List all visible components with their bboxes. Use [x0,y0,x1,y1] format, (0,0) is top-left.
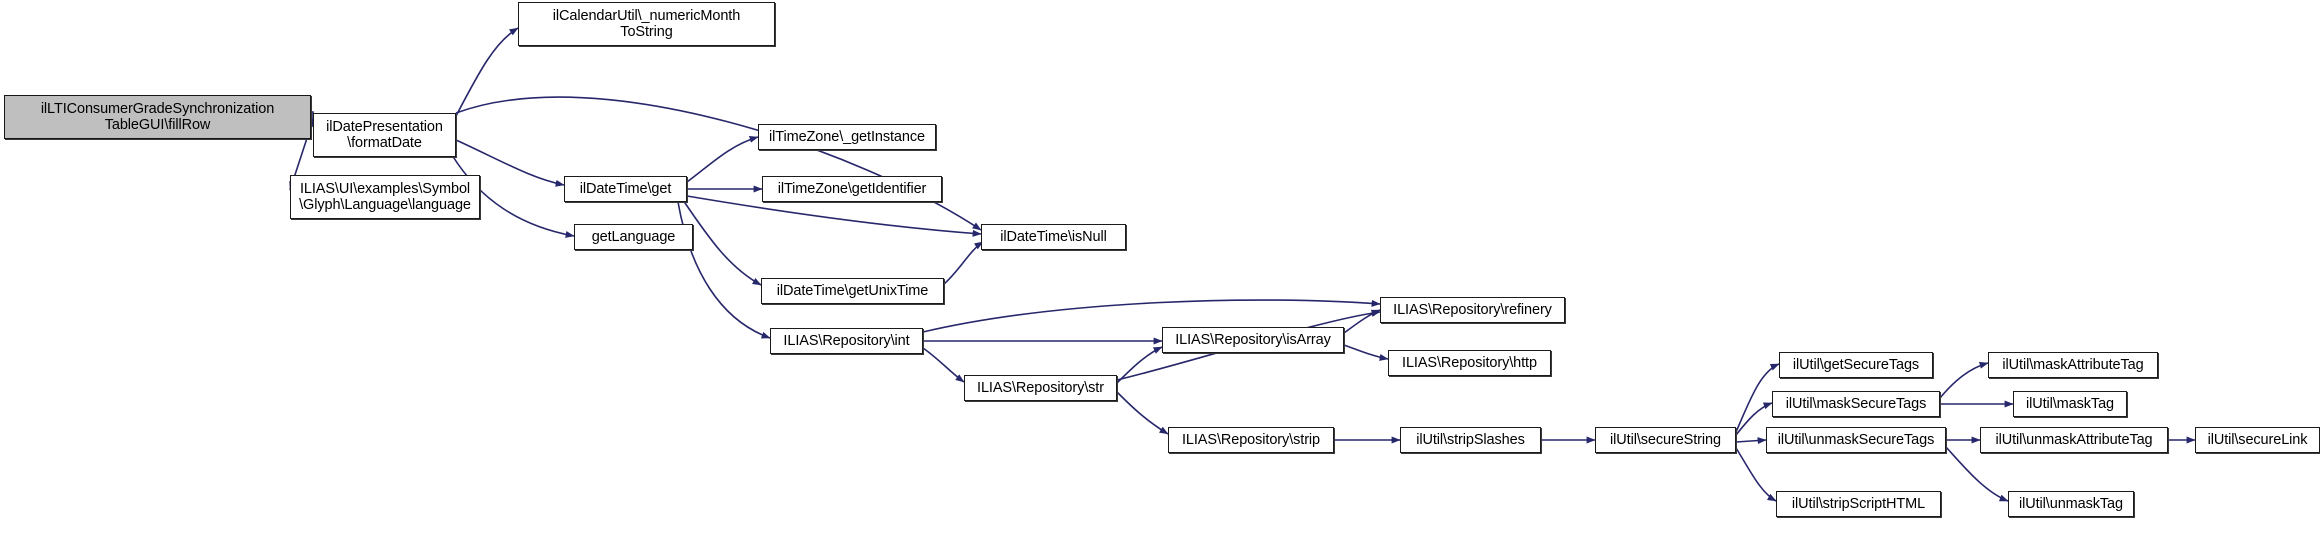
edge-repoInt-to-repoRefinery [922,299,1381,333]
graph-node-label: ilDateTime\isNull [1000,228,1107,245]
graph-node-tzGetIdent[interactable]: ilTimeZone\getIdentifier [762,176,942,202]
graph-node-dtGet[interactable]: ilDateTime\get [564,176,687,202]
graph-node-label: ILIAS\Repository\isArray [1175,331,1331,348]
graph-node-label: ilTimeZone\getIdentifier [777,180,927,197]
edge-dtGet-to-dtIsNull [686,195,982,237]
edge-repoStr-to-repoStrip [1116,391,1169,435]
graph-node-label: ilUtil\maskTag [2025,395,2115,412]
edge-secureString-to-maskSecureTags [1735,402,1773,436]
graph-node-label: ilDatePresentation \formatDate [326,118,443,151]
graph-node-label: ilTimeZone\_getInstance [769,128,925,145]
edge-formatDate-to-getLanguage [451,154,575,238]
graph-node-maskTag[interactable]: ilUtil\maskTag [2013,391,2127,417]
graph-node-unmaskAttrTag[interactable]: ilUtil\unmaskAttributeTag [1980,427,2168,453]
edge-secureString-to-getSecureTags [1735,363,1780,433]
graph-node-unmaskSecTags[interactable]: ilUtil\unmaskSecureTags [1766,427,1946,453]
graph-node-dtIsNull[interactable]: ilDateTime\isNull [981,224,1126,250]
graph-node-numericMonth[interactable]: ilCalendarUtil\_numericMonth ToString [518,2,775,46]
graph-node-label: ilCalendarUtil\_numericMonth ToString [552,7,741,40]
edge-unmaskSecTags-to-unmaskTag [1945,446,2009,502]
edge-repoStr-to-repoIsArray [1116,346,1163,384]
edge-dtGet-to-dtUnixTime [682,199,762,286]
edge-formatDate-to-dtGet [455,139,565,187]
graph-node-label: ilUtil\unmaskTag [2019,495,2123,512]
graph-node-symbolGlyph[interactable]: ILIAS\UI\examples\Symbol \Glyph\Language… [290,175,480,219]
graph-node-label: ilUtil\stripScriptHTML [1791,495,1926,512]
graph-node-repoHttp[interactable]: ILIAS\Repository\http [1388,350,1551,376]
graph-node-maskAttrTag[interactable]: ilUtil\maskAttributeTag [1988,352,2158,378]
graph-node-fillRow[interactable]: ilLTIConsumerGradeSynchronization TableG… [4,95,311,139]
graph-node-label: ilUtil\secureLink [2207,431,2308,448]
edge-repoInt-to-repoStr [922,347,965,383]
edge-formatDate-to-numericMonth [455,27,519,117]
graph-node-getLanguage[interactable]: getLanguage [574,224,693,250]
graph-node-repoIsArray[interactable]: ILIAS\Repository\isArray [1162,327,1344,353]
graph-node-unmaskTag[interactable]: ilUtil\unmaskTag [2008,491,2134,517]
edge-dtGet-to-tzGetInstance [686,135,759,183]
graph-node-label: ilUtil\unmaskAttributeTag [1995,431,2153,448]
graph-node-secureString[interactable]: ilUtil\secureString [1595,427,1736,453]
graph-node-secureLink[interactable]: ilUtil\secureLink [2195,427,2320,453]
graph-node-label: ILIAS\UI\examples\Symbol \Glyph\Language… [299,180,471,213]
graph-node-label: getLanguage [591,228,676,245]
edge-maskSecureTags-to-maskAttrTag [1939,361,1989,399]
graph-node-stripScriptHTML[interactable]: ilUtil\stripScriptHTML [1776,491,1941,517]
graph-node-dtUnixTime[interactable]: ilDateTime\getUnixTime [761,278,944,304]
graph-node-repoInt[interactable]: ILIAS\Repository\int [770,328,923,354]
graph-node-label: ILIAS\Repository\refinery [1393,301,1552,318]
graph-node-tzGetInstance[interactable]: ilTimeZone\_getInstance [758,124,936,150]
graph-node-label: ILIAS\Repository\strip [1181,431,1321,448]
graph-node-maskSecureTags[interactable]: ilUtil\maskSecureTags [1772,391,1940,417]
edge-repoIsArray-to-repoHttp [1343,344,1389,361]
graph-node-label: ilUtil\maskAttributeTag [2002,356,2144,373]
graph-node-label: ilUtil\unmaskSecureTags [1777,431,1935,448]
graph-node-stripSlashes[interactable]: ilUtil\stripSlashes [1400,427,1541,453]
graph-node-label: ilUtil\secureString [1610,431,1721,448]
graph-node-label: ilDateTime\getUnixTime [776,282,929,299]
edge-secureString-to-unmaskSecTags [1735,437,1767,445]
graph-node-label: ilUtil\maskSecureTags [1785,395,1927,412]
edge-dtUnixTime-to-dtIsNull [943,241,984,285]
graph-node-repoRefinery[interactable]: ILIAS\Repository\refinery [1380,297,1565,323]
graph-node-label: ilDateTime\get [579,180,672,197]
graph-node-label: ilUtil\getSecureTags [1792,356,1920,373]
graph-node-formatDate[interactable]: ilDatePresentation \formatDate [313,113,456,157]
graph-node-repoStrip[interactable]: ILIAS\Repository\strip [1168,427,1334,453]
graph-node-label: ILIAS\Repository\http [1402,354,1537,371]
edge-secureString-to-stripScriptHTML [1735,447,1777,502]
edge-repoIsArray-to-repoRefinery [1343,309,1381,334]
graph-node-repoStr[interactable]: ILIAS\Repository\str [964,375,1117,401]
graph-node-label: ilLTIConsumerGradeSynchronization TableG… [40,100,275,133]
graph-node-label: ILIAS\Repository\str [977,379,1104,396]
graph-node-label: ILIAS\Repository\int [783,332,910,349]
graph-node-label: ilUtil\stripSlashes [1416,431,1525,448]
graph-node-getSecureTags[interactable]: ilUtil\getSecureTags [1779,352,1933,378]
